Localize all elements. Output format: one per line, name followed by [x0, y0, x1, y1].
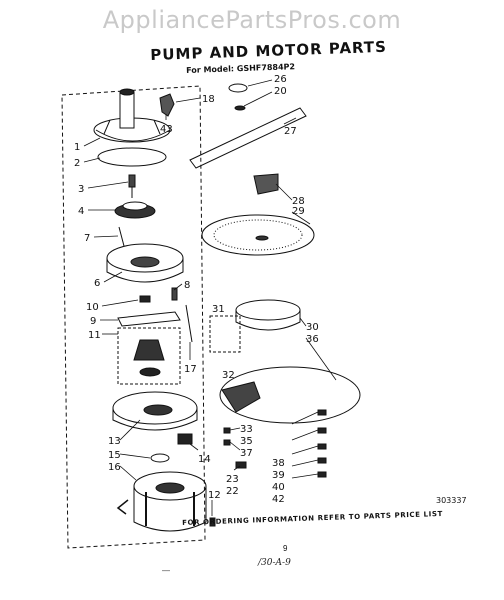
- callout-40: 40: [272, 482, 285, 493]
- callout-42: 42: [272, 494, 285, 505]
- left-assembly-outline: [61, 85, 206, 549]
- part-pump-housing: [93, 88, 171, 143]
- callout-2: 2: [74, 158, 80, 169]
- callout-11: 11: [88, 330, 101, 341]
- part-plate: [117, 311, 181, 327]
- part-screw: [128, 174, 136, 198]
- part-pump-base: [106, 243, 184, 283]
- callout-28: 28: [292, 196, 305, 207]
- callout-33: 33: [240, 424, 253, 435]
- part-tube-assembly: [209, 315, 241, 353]
- callout-6: 6: [94, 278, 100, 289]
- handwritten-note: /30-A-9: [258, 558, 291, 568]
- leader-lines: [83, 79, 337, 516]
- callout-1: 1: [74, 142, 80, 153]
- part-washer: [150, 453, 170, 463]
- callout-16: 16: [108, 462, 121, 473]
- callout-38: 38: [272, 458, 285, 469]
- callout-4: 4: [78, 206, 84, 217]
- part-pin: [171, 287, 178, 301]
- callout-30: 30: [306, 322, 319, 333]
- part-filter-ring: [235, 299, 301, 331]
- part-rod: [185, 304, 193, 343]
- callout-3: 3: [78, 184, 84, 195]
- part-drain-bracket: [221, 381, 261, 413]
- part-sump-gasket: [219, 366, 361, 424]
- callout-18: 18: [202, 94, 215, 105]
- callout-8: 8: [184, 280, 190, 291]
- part-filter-assembly: [117, 327, 181, 385]
- part-mount-block: [177, 433, 193, 445]
- callout-36: 36: [306, 334, 319, 345]
- callout-32: 32: [222, 370, 235, 381]
- part-spray-arm-cap: [228, 83, 248, 93]
- part-fastener: [209, 517, 216, 527]
- page-number: 9: [283, 544, 288, 553]
- part-fastener-stack: [317, 409, 327, 478]
- part-connector: [235, 461, 247, 469]
- callout-43: 43: [160, 124, 173, 135]
- part-seal: [139, 295, 151, 303]
- callout-29: 29: [292, 206, 305, 217]
- callout-10: 10: [86, 302, 99, 313]
- callout-20: 20: [274, 86, 287, 97]
- part-bolt: [118, 226, 125, 247]
- part-spray-arm-washer: [234, 105, 246, 111]
- callout-15: 15: [108, 450, 121, 461]
- callout-31: 31: [212, 304, 225, 315]
- corner-mark: —: [162, 566, 170, 575]
- callout-12: 12: [208, 490, 221, 501]
- callout-26: 26: [274, 74, 287, 85]
- callout-27: 27: [284, 126, 297, 137]
- part-nut: [223, 427, 231, 434]
- callout-7: 7: [84, 233, 90, 244]
- part-filter-screen: [201, 214, 315, 256]
- part-motor: [116, 471, 207, 532]
- part-motor-mount: [112, 391, 198, 431]
- watermark-text: AppliancePartsPros.com: [102, 6, 402, 34]
- callout-labels: 1 2 3 4 7 6 8 10 9 11 17 13 15 16 14 12 …: [74, 74, 319, 505]
- part-nut-small: [223, 439, 231, 446]
- callout-9: 9: [90, 316, 96, 327]
- callout-37: 37: [240, 448, 253, 459]
- part-deflector: [253, 173, 279, 195]
- callout-35: 35: [240, 436, 253, 447]
- part-lower-spray-arm: [189, 107, 307, 169]
- reference-number: 303337: [436, 496, 467, 505]
- callout-39: 39: [272, 470, 285, 481]
- callout-23: 23: [226, 474, 239, 485]
- callout-13: 13: [108, 436, 121, 447]
- callout-22: 22: [226, 486, 239, 497]
- part-o-ring: [97, 147, 167, 167]
- part-bracket: [159, 93, 175, 117]
- callout-14: 14: [198, 454, 211, 465]
- part-impeller: [114, 201, 156, 219]
- callout-17: 17: [184, 364, 197, 375]
